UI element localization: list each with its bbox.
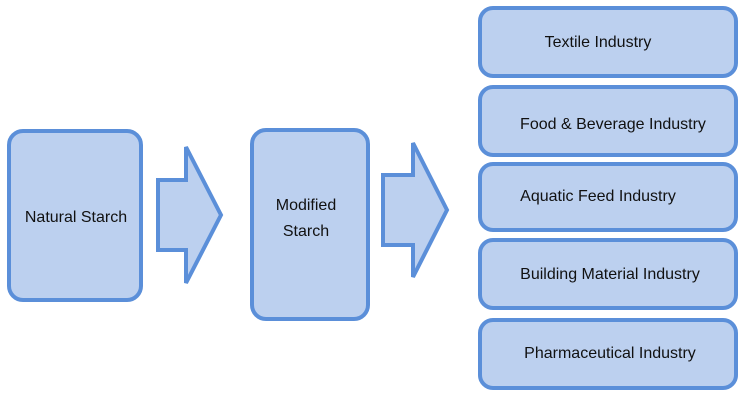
flow-arrow-1: [156, 146, 224, 284]
industry-node-2: Food & Beverage Industry: [478, 85, 738, 157]
natural-starch-box: [7, 129, 143, 302]
industry-box: [478, 318, 738, 390]
natural-starch-label: Natural Starch: [25, 209, 127, 226]
industry-box: [478, 162, 738, 232]
natural-starch-node: Natural Starch: [7, 129, 143, 302]
industry-node-4: Building Material Industry: [478, 238, 738, 310]
flow-arrow-2: [381, 142, 450, 278]
modified-starch-label-line1: Modified: [276, 197, 336, 214]
modified-starch-node: Modified Starch: [250, 128, 370, 321]
industry-box: [478, 6, 738, 78]
industry-node-3: Aquatic Feed Industry: [478, 162, 738, 232]
industry-label: Food & Beverage Industry: [520, 116, 706, 133]
industry-node-5: Pharmaceutical Industry: [478, 318, 738, 390]
modified-starch-label-line2: Starch: [283, 223, 329, 240]
industry-label: Aquatic Feed Industry: [520, 188, 676, 205]
industry-node-1: Textile Industry: [478, 6, 738, 78]
modified-starch-box: [250, 128, 370, 321]
industry-label: Textile Industry: [545, 34, 652, 51]
industry-box: [478, 238, 738, 310]
industry-label: Building Material Industry: [520, 266, 700, 283]
industry-box: [478, 85, 738, 157]
industry-label: Pharmaceutical Industry: [524, 345, 696, 362]
